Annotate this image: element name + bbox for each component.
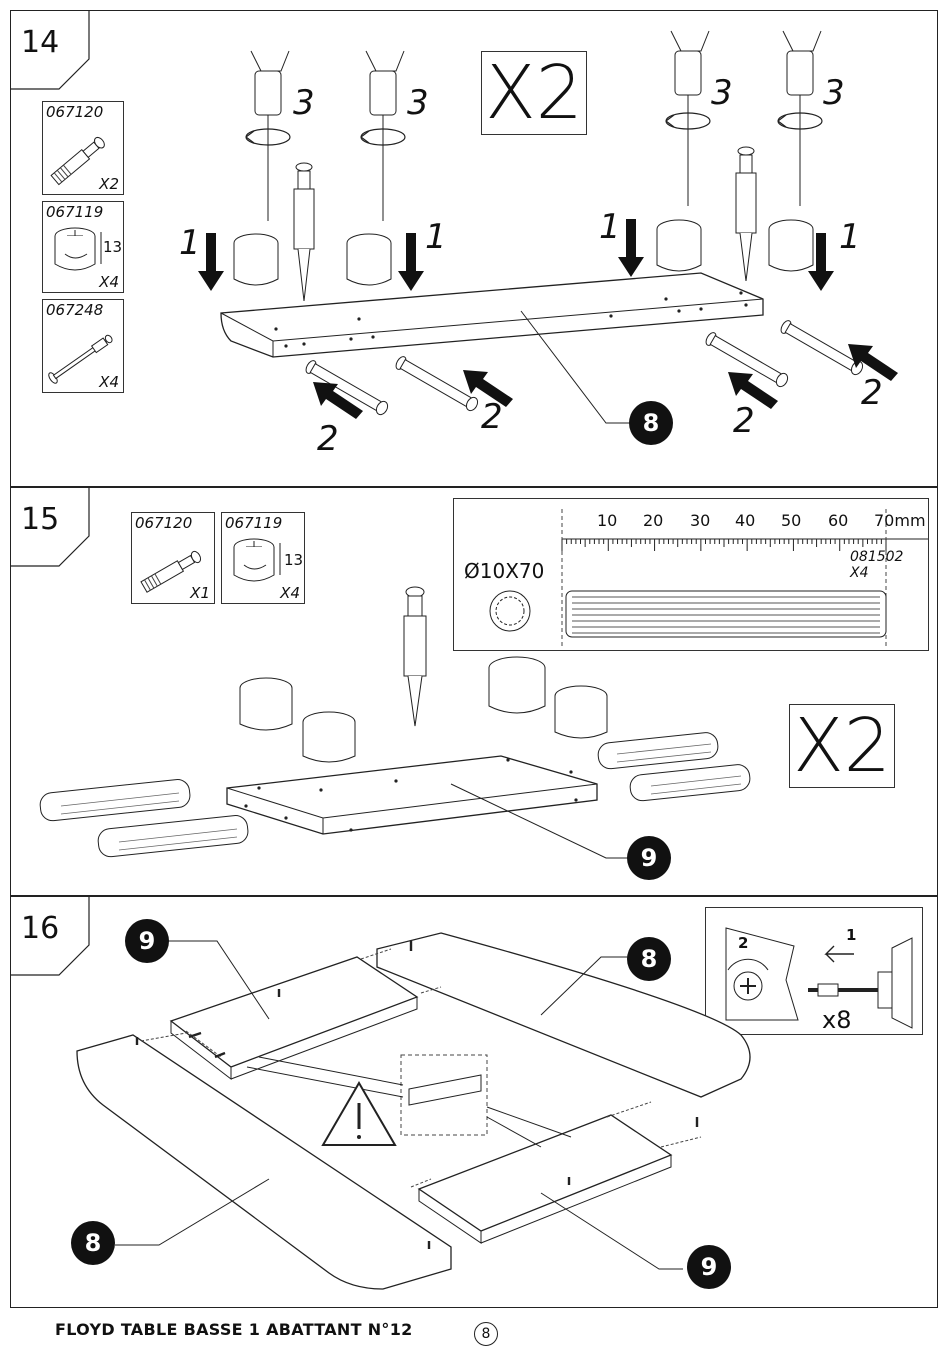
- part-dimension: 13: [103, 238, 123, 256]
- ruler-scale: [489, 509, 928, 649]
- dowel-code: 081502: [850, 549, 904, 565]
- step-label-rotate: 3: [711, 73, 733, 113]
- cam-lock-part: [239, 656, 608, 763]
- step-14-panel: 14 067120 X2 067119 13 X4 067248: [10, 10, 938, 487]
- dowel-section-icon: [489, 590, 531, 632]
- part-qty: X1: [190, 584, 210, 602]
- step-number: 14: [21, 25, 60, 60]
- step-label-2: 2: [738, 934, 749, 952]
- step-label-insert: 1: [179, 223, 201, 263]
- part-callout-8: 8: [71, 1221, 115, 1265]
- tighten-instruction-inset: 2 1 x8: [705, 907, 923, 1035]
- screw-tighten-icon: [725, 927, 913, 1029]
- part-box-cam-bolt: 067120 X1: [131, 512, 215, 604]
- dowel-pin-icon: [48, 334, 113, 384]
- step-number: 16: [21, 911, 60, 946]
- part-qty: X4: [280, 584, 300, 602]
- page-number: 8: [474, 1322, 498, 1346]
- dowel-size: Ø10X70: [464, 559, 545, 583]
- arrow-icon: [198, 219, 898, 419]
- part-box-dowel-pin: 067248 X4: [42, 299, 124, 393]
- document-title: FLOYD TABLE BASSE 1 ABATTANT N°12: [55, 1320, 413, 1339]
- quantity-label: x8: [822, 1006, 852, 1034]
- part-code: 067120: [46, 103, 104, 121]
- screwdriver-icon: [250, 30, 822, 221]
- ruler-tick: 70mm: [874, 511, 926, 530]
- multiplier-box: X2: [481, 50, 587, 136]
- part-code: 067120: [135, 514, 193, 532]
- part-code: 067248: [46, 301, 104, 319]
- step-label-insert: 1: [839, 217, 861, 257]
- cam-lock-icon: [233, 538, 281, 582]
- step-label-rotate: 3: [293, 83, 315, 123]
- rotate-arrow-icon: [245, 112, 823, 146]
- step-label-1: 1: [846, 926, 857, 944]
- step-label-push: 2: [733, 401, 755, 441]
- warning-icon: [321, 1081, 397, 1146]
- dowel-ruler-box: 10 20 30 40 50 60 70mm Ø10X70 081502 X4: [453, 498, 929, 651]
- part-box-cam-bolt: 067120 X2: [42, 101, 124, 195]
- ruler-tick: 20: [643, 511, 664, 530]
- cam-lock-part: [233, 219, 814, 286]
- cam-lock-icon: [54, 227, 102, 271]
- part-callout-9: 9: [627, 836, 671, 880]
- step-label-rotate: 3: [407, 83, 429, 123]
- step-15-illustration: [39, 586, 751, 859]
- step-label-rotate: 3: [823, 73, 845, 113]
- ruler-tick: 30: [690, 511, 711, 530]
- cam-bolt-icon: [140, 550, 202, 593]
- step-number-badge: 14: [11, 11, 90, 90]
- step-16-illustration: [76, 932, 751, 1290]
- part-box-cam-lock: 067119 13 X4: [42, 201, 124, 293]
- step-number: 15: [21, 502, 60, 537]
- ruler-tick: 10: [597, 511, 618, 530]
- part-qty: X4: [99, 273, 119, 291]
- step-label-push: 2: [317, 419, 339, 459]
- step-label-push: 2: [481, 397, 503, 437]
- cam-bolt-part: [403, 586, 427, 727]
- step-15-panel: 15 067120 X1 067119 13 X4: [10, 487, 938, 896]
- part-qty: X2: [99, 175, 119, 193]
- dowel-pin-part: [305, 320, 864, 416]
- step-14-illustration: [198, 30, 898, 424]
- part-code: 067119: [225, 514, 283, 532]
- dowel-qty: X4: [850, 565, 869, 581]
- step-number-badge: 16: [11, 897, 90, 976]
- step-number-badge: 15: [11, 488, 90, 567]
- ruler-tick: 40: [735, 511, 756, 530]
- part-callout-8: 8: [629, 401, 673, 445]
- cam-bolt-part: [293, 146, 757, 302]
- part-callout-9: 9: [687, 1245, 731, 1289]
- step-label-push: 2: [861, 373, 883, 413]
- part-qty: X4: [99, 373, 119, 391]
- part-callout-9: 9: [125, 919, 169, 963]
- ruler-tick: 60: [828, 511, 849, 530]
- step-label-insert: 1: [425, 217, 447, 257]
- part-dimension: 13: [284, 551, 304, 569]
- cam-bolt-icon: [50, 136, 105, 186]
- part-code: 067119: [46, 203, 104, 221]
- part-callout-8: 8: [627, 937, 671, 981]
- multiplier-box: X2: [789, 703, 895, 789]
- part-box-cam-lock: 067119 13 X4: [221, 512, 305, 604]
- ruler-tick: 50: [781, 511, 802, 530]
- step-16-panel: 16 2 1 x8: [10, 896, 938, 1308]
- step-label-insert: 1: [599, 207, 621, 247]
